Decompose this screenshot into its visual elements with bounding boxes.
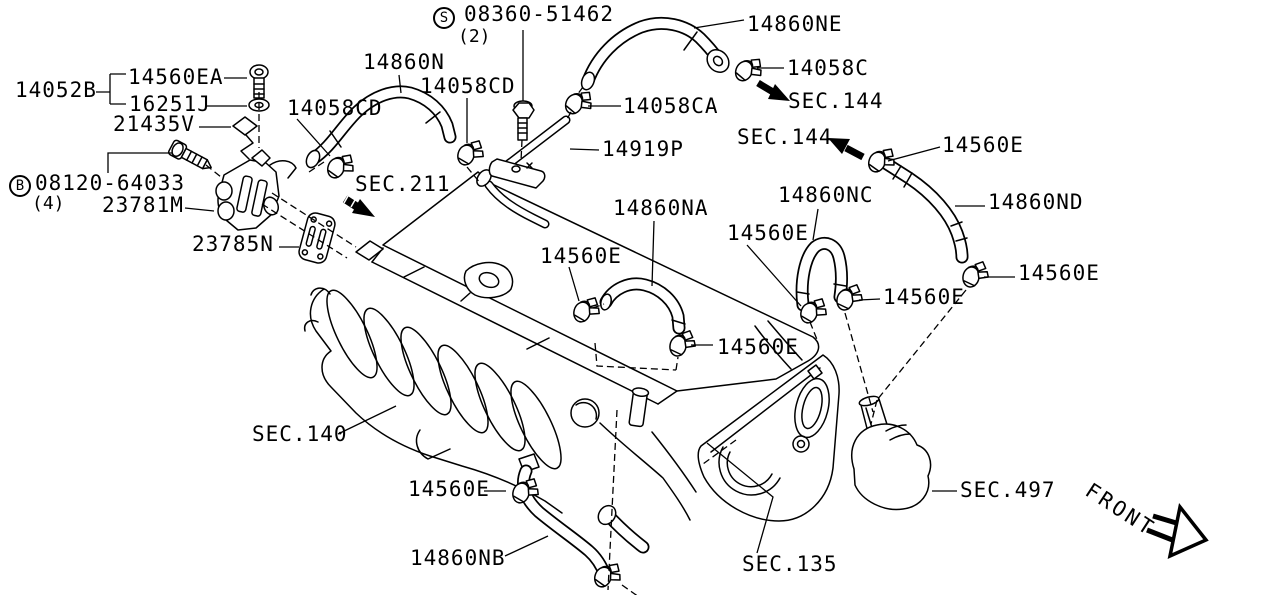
label-sec144-b: SEC.144	[737, 125, 833, 149]
bolt-08360-51462	[512, 100, 535, 141]
label-sec144-a: SEC.144	[788, 89, 884, 113]
plenum-collector	[355, 171, 820, 428]
label-14860ne: 14860NE	[747, 12, 843, 36]
label-14058cd-left: 14058CD	[287, 96, 383, 120]
label-14052b: 14052B	[15, 78, 97, 102]
label-21435v: 21435V	[113, 112, 195, 136]
label-23785n: 23785N	[192, 232, 274, 256]
hose-14860nd	[880, 157, 969, 264]
label-sec497: SEC.497	[960, 478, 1056, 502]
label-sec140: SEC.140	[252, 422, 348, 446]
label-23781m: 23781M	[102, 193, 184, 217]
phantom-lines	[205, 86, 967, 595]
label-sec211: SEC.211	[355, 172, 451, 196]
label-14560e-nd-bottom: 14560E	[1018, 261, 1100, 285]
clamp-14058ca	[561, 84, 598, 121]
label-14058c: 14058C	[787, 56, 869, 80]
label-14058cd-mid: 14058CD	[420, 74, 516, 98]
vertical-fitting	[628, 387, 650, 428]
label-08120-64033: 08120-64033	[35, 171, 186, 195]
label-14560e-nb: 14560E	[408, 477, 490, 501]
sec144-arrow-a	[756, 79, 790, 101]
label-14560e-na-left: 14560E	[540, 244, 622, 268]
sec144-arrow-b	[828, 138, 865, 161]
label-14860nb: 14860NB	[410, 546, 506, 570]
sec211-arrow	[342, 195, 375, 217]
label-14860nc: 14860NC	[778, 183, 874, 207]
leader-lines	[96, 19, 1015, 557]
label-14560ea: 14560EA	[128, 65, 224, 89]
label-14860na: 14860NA	[613, 196, 709, 220]
hose-14860nc	[795, 236, 848, 312]
label-14560e-nd-top: 14560E	[942, 133, 1024, 157]
hose-14860ne	[580, 16, 730, 91]
circled-b-symbol: B	[9, 175, 31, 197]
label-14919p: 14919P	[602, 137, 684, 161]
clamp-14058cd-mid	[454, 135, 488, 170]
surface-ticks	[403, 266, 550, 350]
clamp-14058cd-left	[324, 148, 359, 184]
label-08360-51462: 08360-51462	[464, 2, 615, 26]
label-sec135: SEC.135	[742, 552, 838, 576]
cover-nipple	[807, 364, 823, 380]
pipe-14919p	[476, 115, 571, 229]
hose-14860na	[599, 277, 686, 335]
aiv-valve-assembly	[215, 149, 297, 231]
circled-s-symbol: S	[433, 7, 455, 29]
gasket-23785n	[298, 212, 336, 264]
sec135-cover	[697, 354, 840, 522]
pipe-flange	[488, 158, 546, 189]
direction-arrows	[342, 79, 1209, 559]
end-port	[570, 398, 600, 428]
throttle-detail	[460, 261, 514, 302]
label-14560e-nc-left: 14560E	[727, 221, 809, 245]
front-arrow	[1146, 502, 1209, 559]
bolt-08120-64033	[167, 139, 212, 170]
clamp-14560e-nd-bottom	[960, 258, 992, 291]
label-14560e-nc-right: 14560E	[883, 285, 965, 309]
tag-21435v	[232, 116, 258, 160]
hose-14860n	[305, 85, 457, 169]
label-08360-qty: (2)	[458, 26, 491, 47]
label-14860nd: 14860ND	[988, 190, 1084, 214]
valve-nipple	[251, 149, 271, 167]
sec497-canister	[851, 395, 932, 511]
label-08120-qty: (4)	[32, 193, 65, 214]
label-14860n: 14860N	[363, 50, 445, 74]
label-14560e-na-right: 14560E	[717, 335, 799, 359]
lower-right-block	[597, 320, 803, 554]
label-14058ca: 14058CA	[623, 94, 719, 118]
label-16251j: 16251J	[129, 92, 211, 116]
valve-mount-boss	[355, 240, 384, 261]
